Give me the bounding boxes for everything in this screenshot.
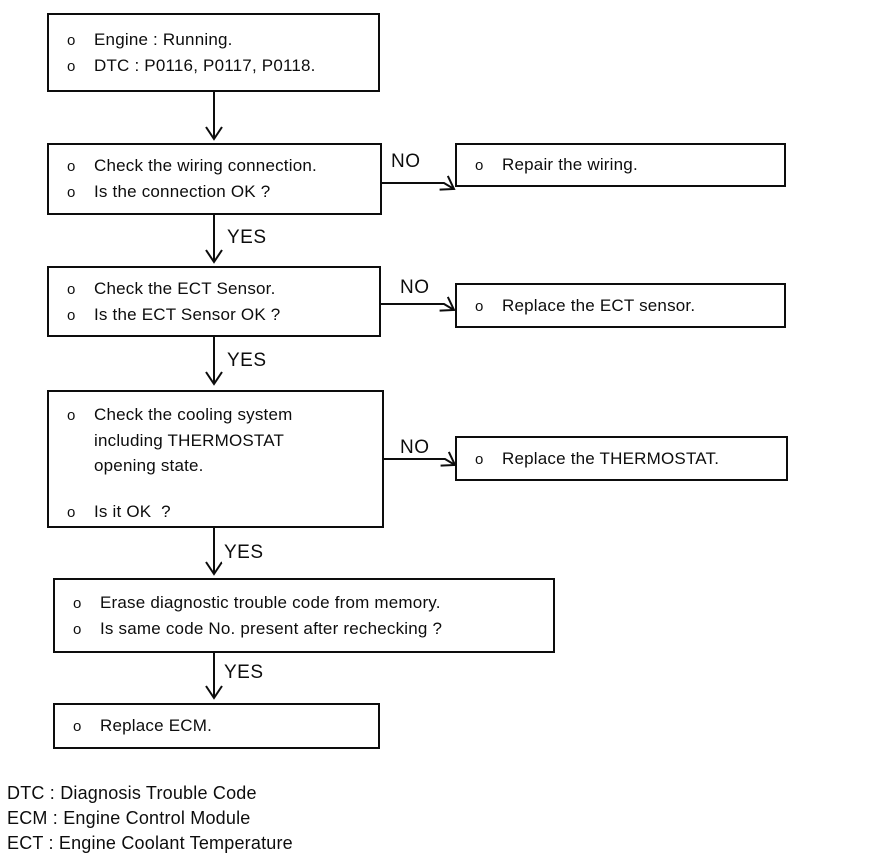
label-no-2: NO (398, 277, 432, 298)
node-text: Engine : Running. (94, 29, 233, 49)
node-text: Check the ECT Sensor. (94, 278, 276, 298)
bullet-icon: o (475, 157, 484, 174)
list-item: o Check the cooling system (49, 402, 382, 428)
label-yes-1: YES (225, 227, 269, 248)
list-item: o Check the wiring connection. (49, 153, 380, 179)
node-repair-wiring: o Repair the wiring. (455, 143, 786, 187)
node-text: Is same code No. present after recheckin… (100, 618, 443, 638)
bullet-icon: o (73, 620, 82, 638)
node-text: Is the connection OK ? (94, 182, 271, 201)
legend-line-ecm: ECM : Engine Control Module (7, 808, 251, 828)
list-item: o DTC : P0116, P0117, P0118. (49, 53, 378, 79)
list-item: o Is same code No. present after recheck… (55, 616, 553, 642)
node-text: Replace the THERMOSTAT. (502, 448, 720, 468)
bullet-icon: o (67, 407, 76, 424)
list-item: including THERMOSTAT (49, 428, 382, 453)
node-text: including THERMOSTAT (94, 431, 285, 450)
node-text: Check the wiring connection. (94, 156, 317, 175)
bullet-icon: o (67, 280, 76, 298)
list-item: o Repair the wiring. (457, 152, 784, 178)
bullet-icon: o (73, 594, 82, 612)
node-precondition: o Engine : Running. o DTC : P0116, P0117… (47, 13, 380, 92)
node-check-cooling-system: o Check the cooling system including THE… (47, 390, 384, 528)
node-text: Replace the ECT sensor. (502, 295, 696, 315)
bullet-icon: o (475, 297, 484, 315)
node-text: Repair the wiring. (502, 155, 638, 174)
label-no-3: NO (398, 437, 432, 458)
arrow-right-icon (384, 451, 457, 467)
list-item: o Is the ECT Sensor OK ? (49, 302, 379, 328)
node-text: Is the ECT Sensor OK ? (94, 304, 281, 324)
node-erase-dtc: o Erase diagnostic trouble code from mem… (53, 578, 555, 653)
arrow-right-icon (381, 296, 456, 312)
legend-line-ect: ECT : Engine Coolant Temperature (7, 833, 293, 853)
list-item: o Engine : Running. (49, 27, 378, 53)
list-item: o Is the connection OK ? (49, 179, 380, 205)
list-item: o Check the ECT Sensor. (49, 276, 379, 302)
node-replace-ecm: o Replace ECM. (53, 703, 380, 749)
node-check-wiring-connection: o Check the wiring connection. o Is the … (47, 143, 382, 215)
node-text: Replace ECM. (100, 716, 212, 735)
node-text: Is it OK ? (94, 502, 171, 521)
bullet-icon: o (67, 504, 76, 521)
list-item: o Replace ECM. (55, 713, 378, 739)
abbreviation-legend: DTC : Diagnosis Trouble Code ECM : Engin… (7, 781, 293, 856)
node-text: opening state. (94, 456, 204, 475)
legend-line-dtc: DTC : Diagnosis Trouble Code (7, 783, 257, 803)
node-replace-thermostat: o Replace the THERMOSTAT. (455, 436, 788, 481)
bullet-icon: o (67, 306, 76, 324)
arrow-right-icon (382, 175, 456, 191)
list-item: opening state. (49, 453, 382, 478)
list-item: o Replace the ECT sensor. (457, 293, 784, 319)
bullet-icon: o (67, 158, 76, 175)
node-text: Erase diagnostic trouble code from memor… (100, 592, 441, 612)
bullet-icon: o (67, 31, 76, 49)
label-yes-2: YES (225, 350, 269, 371)
label-no-1: NO (389, 151, 423, 172)
node-replace-ect-sensor: o Replace the ECT sensor. (455, 283, 786, 328)
bullet-icon: o (73, 718, 82, 735)
label-yes-4: YES (222, 662, 266, 683)
bullet-icon: o (67, 184, 76, 201)
list-item: o Erase diagnostic trouble code from mem… (55, 590, 553, 616)
node-text: DTC : P0116, P0117, P0118. (94, 55, 316, 75)
bullet-icon: o (67, 57, 76, 75)
list-item: o Replace the THERMOSTAT. (457, 446, 786, 472)
label-yes-3: YES (222, 542, 266, 563)
list-item: o Is it OK ? (49, 499, 382, 525)
node-check-ect-sensor: o Check the ECT Sensor. o Is the ECT Sen… (47, 266, 381, 337)
node-text: Check the cooling system (94, 405, 293, 424)
bullet-icon: o (475, 450, 484, 468)
